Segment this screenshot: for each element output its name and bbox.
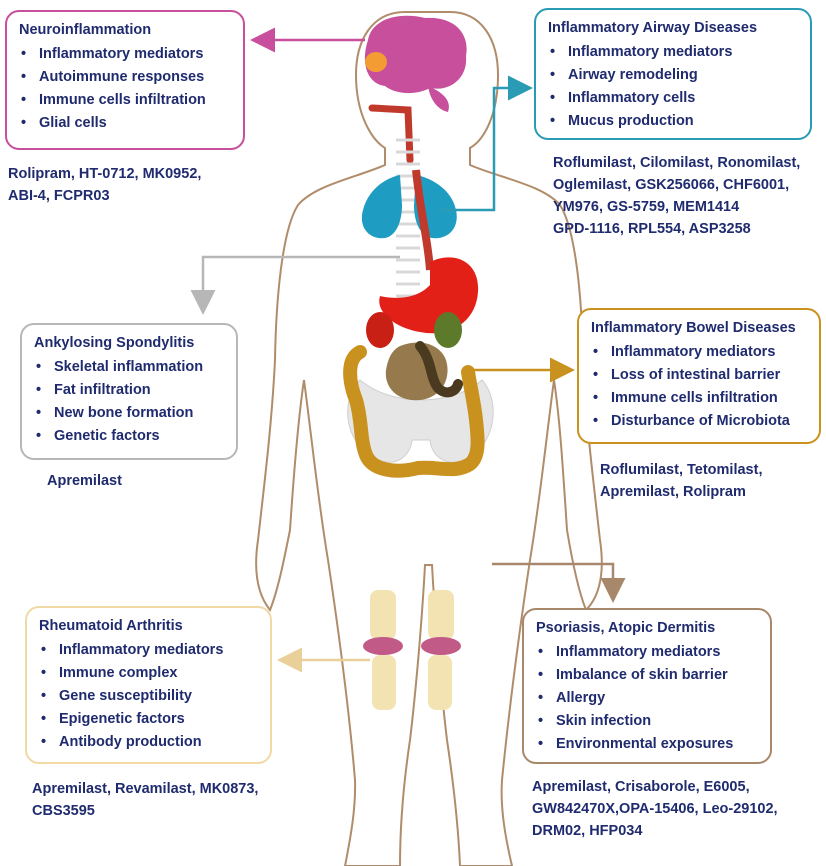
neuroinflammation-title: Neuroinflammation: [19, 20, 233, 40]
list-item: Immune complex: [39, 662, 260, 685]
drug-line: CBS3595: [32, 800, 258, 822]
drug-line: Rolipram, HT-0712, MK0952,: [8, 163, 201, 185]
list-item: Imbalance of skin barrier: [536, 664, 760, 687]
bowel-diseases-title: Inflammatory Bowel Diseases: [591, 318, 809, 338]
list-item: Antibody production: [39, 731, 260, 754]
list-item: Airway remodeling: [548, 64, 800, 87]
arrow-as: [203, 257, 400, 310]
drug-line: DRM02, HFP034: [532, 820, 778, 842]
list-item: New bone formation: [34, 402, 226, 425]
list-item: Gene susceptibility: [39, 685, 260, 708]
list-item: Mucus production: [548, 110, 800, 133]
airway-diseases-title: Inflammatory Airway Diseases: [548, 18, 800, 38]
brain-icon: [365, 16, 467, 112]
arrow-airway: [440, 88, 528, 210]
list-item: Inflammatory mediators: [536, 641, 760, 664]
list-item: Autoimmune responses: [19, 66, 233, 89]
drug-line: Oglemilast, GSK256066, CHF6001,: [553, 174, 800, 196]
list-item: Disturbance of Microbiota: [591, 410, 809, 433]
psoriasis-title: Psoriasis, Atopic Dermitis: [536, 618, 760, 638]
list-item: Inflammatory mediators: [19, 43, 233, 66]
ankylosing-spondylitis-title: Ankylosing Spondylitis: [34, 333, 226, 353]
list-item: Environmental exposures: [536, 733, 760, 756]
rheumatoid-arthritis-title: Rheumatoid Arthritis: [39, 616, 260, 636]
drug-line: Roflumilast, Tetomilast,: [600, 459, 762, 481]
drug-line: ABI-4, FCPR03: [8, 185, 201, 207]
drug-line: Apremilast, Crisaborole, E6005,: [532, 776, 778, 798]
drug-line: Apremilast: [47, 470, 122, 492]
ankylosing-spondylitis-drugs: Apremilast: [47, 470, 122, 492]
psoriasis-drugs: Apremilast, Crisaborole, E6005, GW842470…: [532, 776, 778, 842]
list-item: Inflammatory cells: [548, 87, 800, 110]
bowel-diseases-box: Inflammatory Bowel Diseases Inflammatory…: [577, 308, 821, 444]
neuroinflammation-box: Neuroinflammation Inflammatory mediators…: [5, 10, 245, 150]
drug-line: Apremilast, Rolipram: [600, 481, 762, 503]
drug-line: GW842470X,OPA-15406, Leo-29102,: [532, 798, 778, 820]
spine-icon: [396, 140, 420, 320]
psoriasis-box: Psoriasis, Atopic Dermitis Inflammatory …: [522, 608, 772, 764]
list-item: Genetic factors: [34, 425, 226, 448]
list-item: Allergy: [536, 687, 760, 710]
ankylosing-spondylitis-box: Ankylosing Spondylitis Skeletal inflamma…: [20, 323, 238, 460]
drug-line: YM976, GS-5759, MEM1414: [553, 196, 800, 218]
list-item: Skeletal inflammation: [34, 356, 226, 379]
bowel-diseases-drugs: Roflumilast, Tetomilast, Apremilast, Rol…: [600, 459, 762, 503]
list-item: Loss of intestinal barrier: [591, 364, 809, 387]
list-item: Glial cells: [19, 112, 233, 135]
drug-line: Roflumilast, Cilomilast, Ronomilast,: [553, 152, 800, 174]
lungs-icon: [362, 175, 457, 238]
list-item: Immune cells infiltration: [591, 387, 809, 410]
knee-joint-icon: [363, 590, 461, 710]
list-item: Fat infiltration: [34, 379, 226, 402]
arrow-psoriasis: [492, 564, 613, 598]
list-item: Inflammatory mediators: [548, 41, 800, 64]
list-item: Inflammatory mediators: [39, 639, 260, 662]
list-item: Inflammatory mediators: [591, 341, 809, 364]
airway-diseases-box: Inflammatory Airway Diseases Inflammator…: [534, 8, 812, 140]
list-item: Skin infection: [536, 710, 760, 733]
drug-line: Apremilast, Revamilast, MK0873,: [32, 778, 258, 800]
list-item: Epigenetic factors: [39, 708, 260, 731]
rheumatoid-arthritis-box: Rheumatoid Arthritis Inflammatory mediat…: [25, 606, 272, 764]
neuroinflammation-drugs: Rolipram, HT-0712, MK0952, ABI-4, FCPR03: [8, 163, 201, 207]
rheumatoid-arthritis-drugs: Apremilast, Revamilast, MK0873, CBS3595: [32, 778, 258, 822]
airway-diseases-drugs: Roflumilast, Cilomilast, Ronomilast, Ogl…: [553, 152, 800, 240]
drug-line: GPD-1116, RPL554, ASP3258: [553, 218, 800, 240]
list-item: Immune cells infiltration: [19, 89, 233, 112]
